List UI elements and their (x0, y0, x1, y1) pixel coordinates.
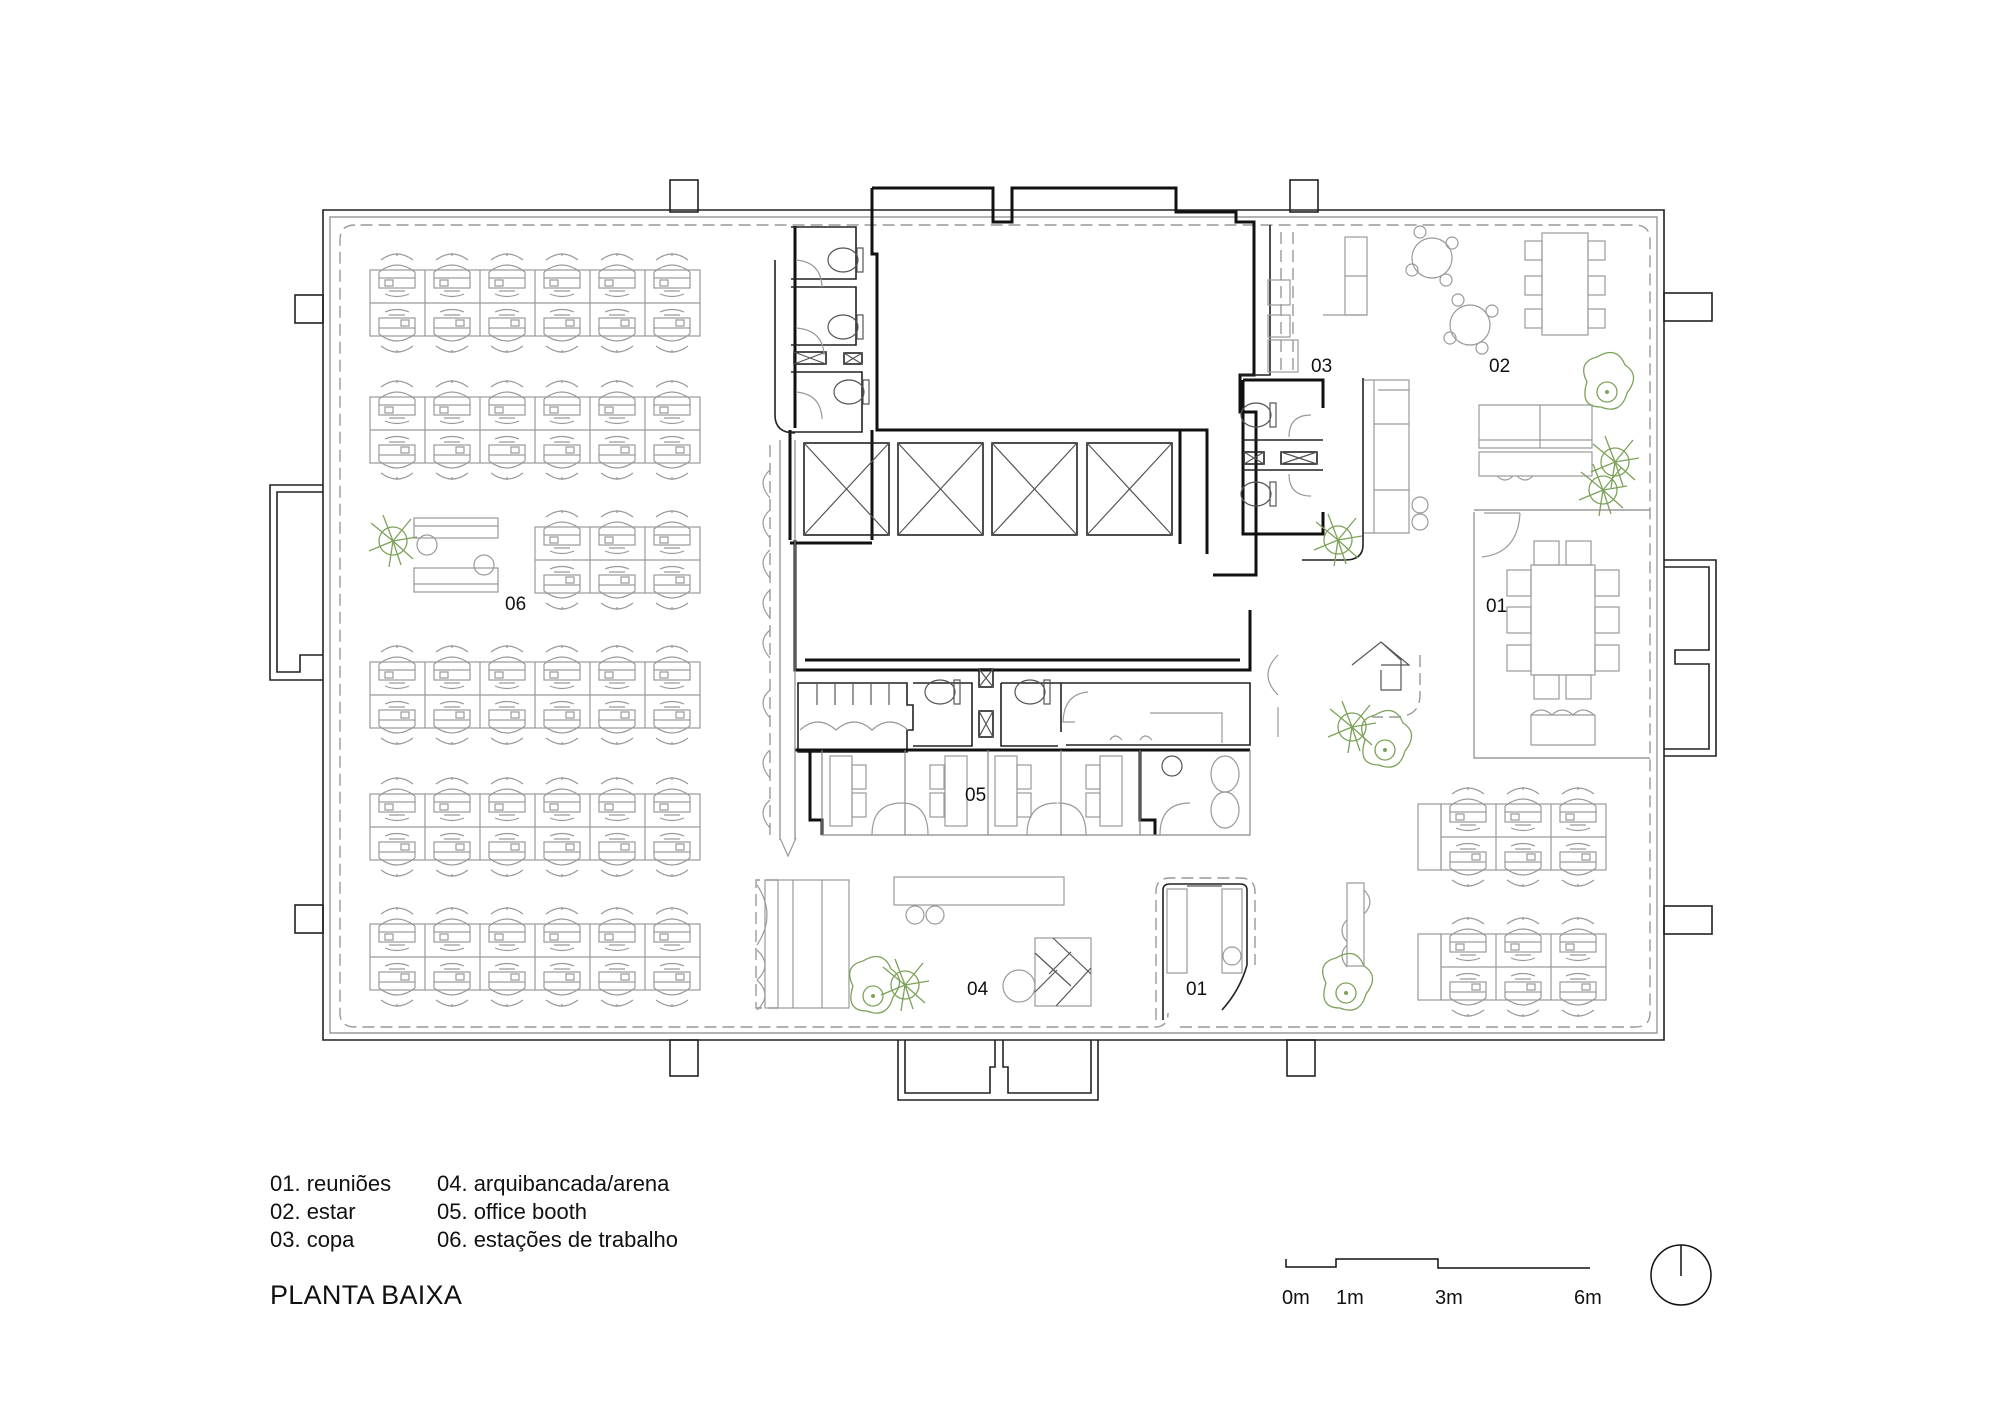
room-labels: 06 03 02 01 05 04 01 (505, 356, 1510, 1000)
scale-label-0m: 0m (1282, 1287, 1310, 1309)
legend-item-01: 01. reuniões (270, 1171, 392, 1196)
legend-item-06: 06. estações de trabalho (437, 1227, 678, 1252)
plan-title: PLANTA BAIXA (270, 1280, 463, 1310)
legend-item-03: 03. copa (270, 1227, 355, 1252)
scale-label-6m: 6m (1574, 1287, 1602, 1309)
meeting-room-01-bottom (1155, 877, 1374, 1020)
pantry-area-03 (1240, 225, 1368, 567)
glazed-partition (762, 260, 797, 858)
room-label-01-booth: 01 (1186, 979, 1207, 1000)
workstations-right (1417, 787, 1606, 1017)
meeting-room-01-right (1473, 512, 1650, 759)
scale-label-3m: 3m (1435, 1287, 1463, 1309)
room-label-02: 02 (1489, 356, 1510, 377)
scale-label-1m: 1m (1336, 1287, 1364, 1309)
legend-column-2: 04. arquibancada/arena 05. office booth … (437, 1170, 678, 1254)
room-label-01-meeting: 01 (1486, 596, 1507, 617)
arena-area-04 (755, 876, 1092, 1014)
building-shell (269, 179, 1717, 1101)
room-label-04: 04 (967, 979, 989, 1000)
building-core (788, 186, 1258, 836)
room-label-03: 03 (1311, 356, 1332, 377)
legend-item-04: 04. arquibancada/arena (437, 1171, 670, 1196)
legend-item-02: 02. estar (270, 1199, 356, 1224)
centre-lounge (1267, 641, 1421, 768)
north-arrow-icon (1650, 1244, 1712, 1306)
room-label-06: 06 (505, 594, 526, 615)
lounge-area-02 (1364, 225, 1650, 534)
workstations-area-06 (368, 253, 700, 1007)
scale-bar (1285, 1258, 1590, 1269)
legend-item-05: 05. office booth (437, 1199, 588, 1224)
legend-column-1: 01. reuniões 02. estar 03. copa (270, 1170, 391, 1254)
room-label-05: 05 (965, 785, 986, 806)
